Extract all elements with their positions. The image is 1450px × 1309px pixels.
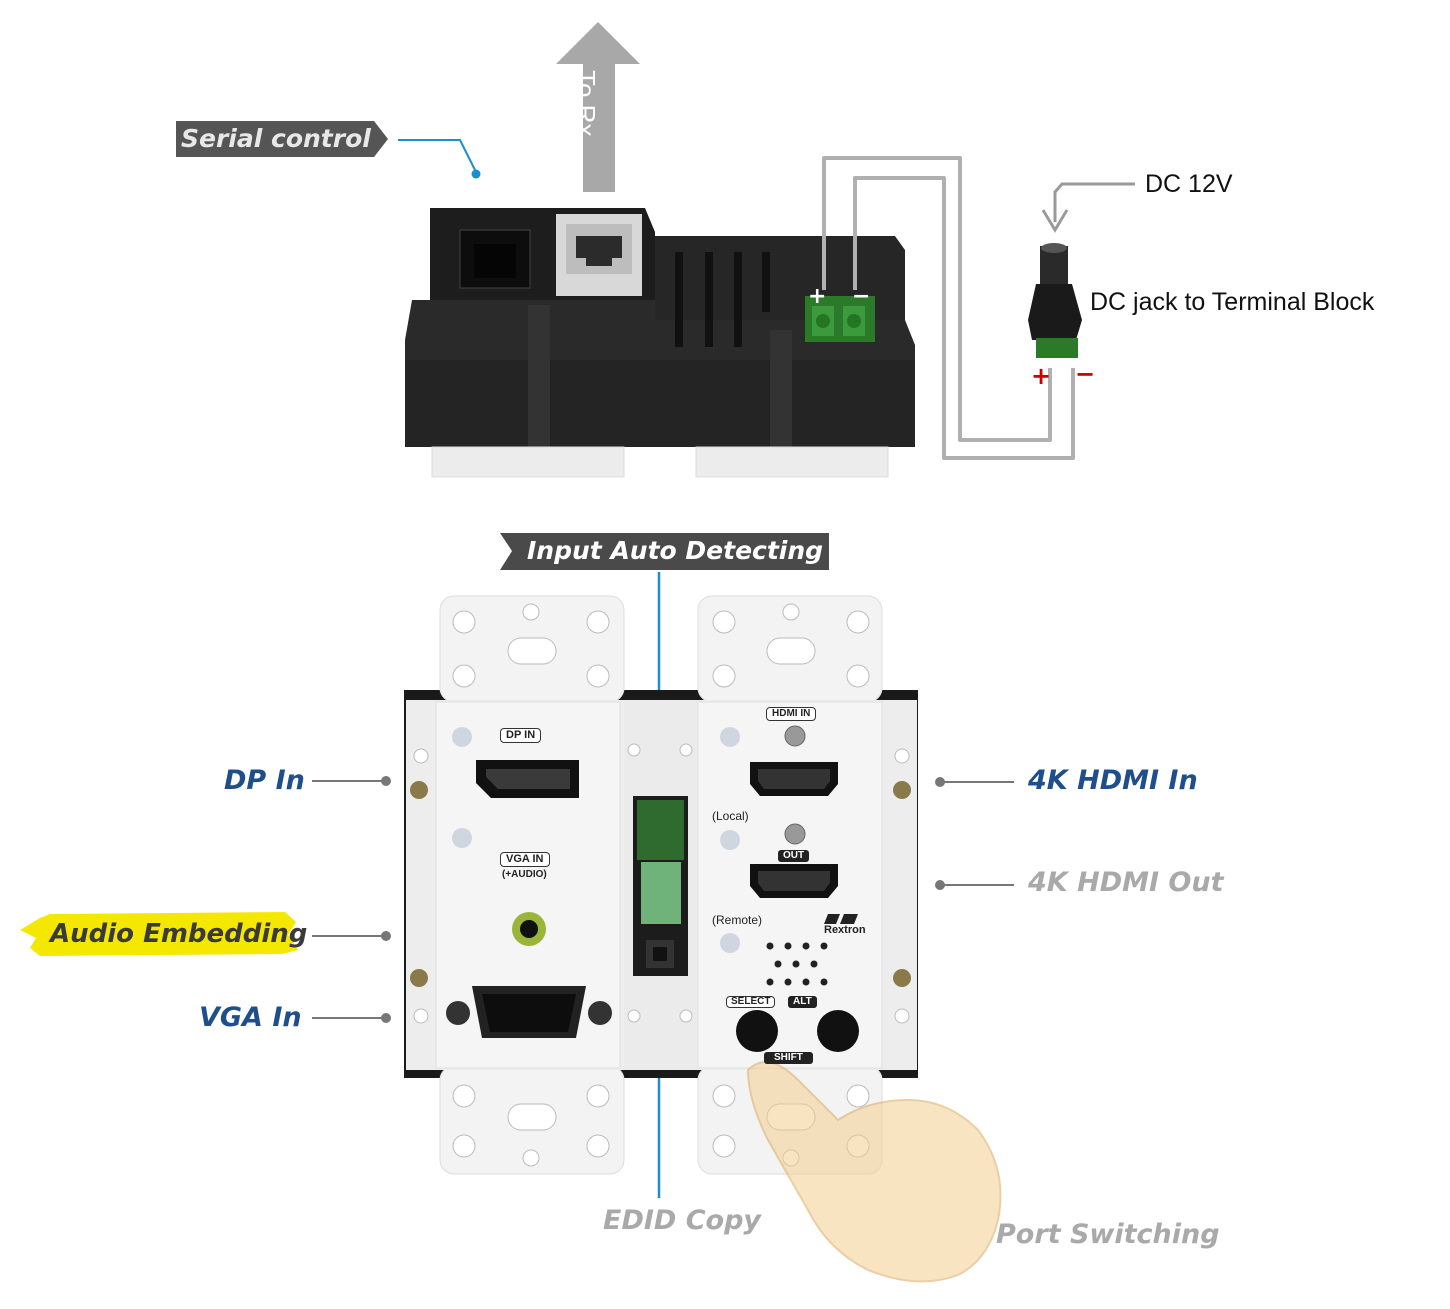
panel-brand: Rextron	[824, 924, 866, 936]
to-rx-text: To Rx	[571, 70, 601, 137]
vga-in-label: VGA In	[199, 1002, 302, 1033]
serial-control-label: Serial control	[181, 124, 371, 153]
dc-12v-label: DC 12V	[1145, 170, 1233, 198]
dc-jack-label: DC jack to Terminal Block	[1090, 288, 1375, 316]
to-rx-arrow	[556, 22, 640, 192]
input-auto-detecting-label: Input Auto Detecting	[527, 536, 824, 565]
power-wires	[822, 156, 1075, 460]
dp-in-label: DP In	[224, 765, 305, 796]
panel-audio: (+AUDIO)	[502, 869, 547, 880]
panel-out: OUT	[778, 850, 810, 862]
serial-control-tag	[176, 121, 388, 157]
input-auto-tag	[500, 533, 829, 570]
panel-vga-in: VGA IN	[500, 852, 550, 867]
terminal-minus: −	[852, 284, 871, 309]
leader-lines	[312, 776, 1014, 1023]
audio-embedding-label: Audio Embedding	[50, 919, 308, 949]
serial-pointer	[398, 139, 481, 179]
audio-embedding-highlight	[20, 912, 298, 956]
panel-remote: (Remote)	[712, 913, 763, 927]
edid-module	[624, 700, 697, 1070]
jack-minus: −	[1075, 360, 1096, 388]
panel-shift: SHIFT	[764, 1052, 813, 1064]
jack-plus: +	[1031, 362, 1052, 390]
hdmi-out-4k-label: 4K HDMI Out	[1028, 867, 1224, 898]
dc-jack-adapter	[1028, 243, 1082, 358]
right-wallplate	[697, 595, 917, 1175]
panel-alt: ALT	[788, 996, 817, 1008]
terminal-plus: +	[808, 284, 827, 309]
panel-hdmi-in: HDMI IN	[766, 707, 817, 721]
dc-input-arrow	[1041, 182, 1135, 233]
edid-copy-label: EDID Copy	[603, 1205, 762, 1236]
hdmi-in-4k-label: 4K HDMI In	[1028, 765, 1198, 796]
panel-select: SELECT	[726, 996, 776, 1008]
panel-dp-in: DP IN	[500, 728, 542, 743]
extender-rear-body	[405, 208, 915, 478]
left-wallplate	[406, 595, 625, 1175]
port-switching-label: Port Switching	[996, 1219, 1220, 1250]
panel-local: (Local)	[712, 809, 749, 823]
hand-illustration	[746, 1061, 1002, 1283]
